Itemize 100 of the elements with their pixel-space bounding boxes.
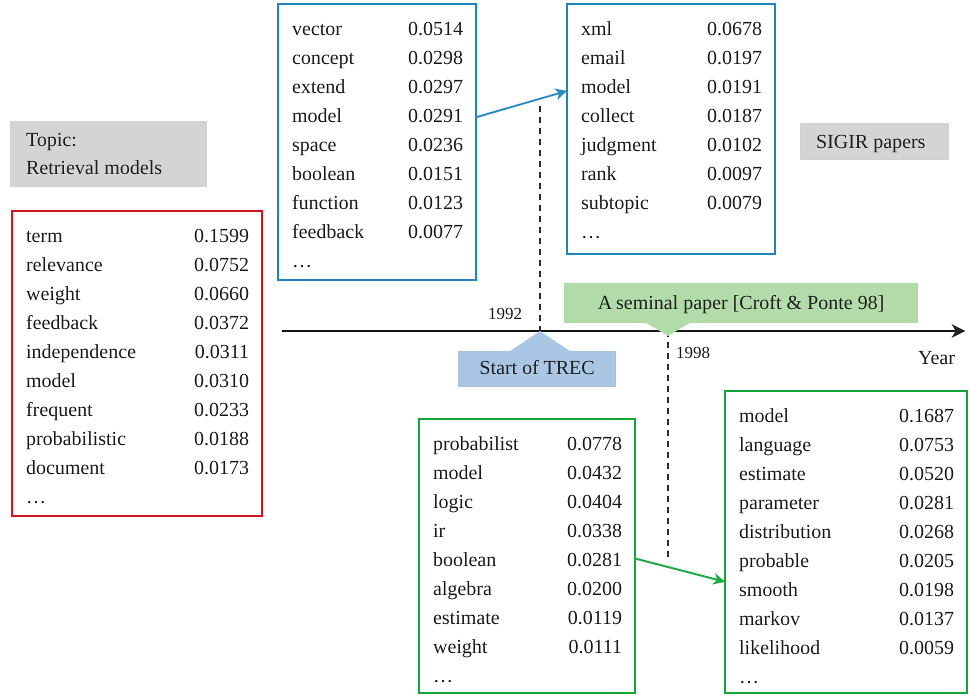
callout-text: A seminal paper [Croft & Ponte 98] [598,291,884,316]
ellipsis: … [26,485,46,510]
probability-value: 0.0111 [568,635,622,660]
probability-value: 0.0372 [194,311,249,336]
ellipsis: … [433,664,453,689]
term-word: ir [433,519,446,544]
probability-value: 0.0205 [899,549,954,574]
axis-label: Year [918,346,955,371]
probability-value: 0.0188 [194,427,249,452]
term-word: boolean [433,548,496,573]
probability-value: 0.0198 [899,578,954,603]
term-word: function [292,191,359,216]
probability-value: 0.0281 [567,548,622,573]
probability-value: 0.0173 [194,456,249,481]
term-word: space [292,133,336,158]
probability-value: 0.0200 [567,577,622,602]
term-word: probabilist [433,432,519,457]
probability-value: 0.0752 [194,253,249,278]
term-word: vector [292,17,342,42]
probability-value: 0.0432 [567,461,622,486]
term-word: weight [26,282,80,307]
term-word: weight [433,635,488,660]
probability-value: 0.0236 [408,133,463,158]
term-word: parameter [739,491,819,516]
probability-value: 0.0753 [899,433,954,458]
ellipsis: … [739,665,759,690]
year-label: 1998 [676,342,710,364]
probability-value: 0.0268 [899,520,954,545]
term-word: independence [26,340,136,365]
term-word: probable [739,549,809,574]
term-word: xml [581,17,612,42]
probability-value: 0.0097 [707,162,762,187]
term-word: probabilistic [26,427,126,452]
term-word: feedback [292,220,364,245]
tag-text: SIGIR papers [816,130,926,154]
probability-value: 0.0338 [567,519,622,544]
probability-value: 0.0297 [408,75,463,100]
term-word: extend [292,75,346,100]
term-word: boolean [292,162,356,187]
word-list-box [277,3,477,281]
probability-value: 0.0678 [707,17,762,42]
term-word: logic [433,490,473,515]
probability-value: 0.0197 [707,46,762,71]
term-word: model [26,369,76,394]
term-word: language [739,433,812,458]
probability-value: 0.0281 [899,491,954,516]
term-word: estimate [433,606,500,631]
probability-value: 0.0102 [707,133,762,158]
probability-value: 0.0187 [707,104,762,129]
term-word: model [581,75,631,100]
word-list-box [566,3,776,255]
term-word: model [292,104,342,129]
callout-text: Start of TREC [479,356,595,381]
probability-value: 0.0404 [567,490,622,515]
term-word: distribution [739,520,832,545]
tag-text: Retrieval models [26,156,162,181]
probability-value: 0.0311 [194,340,249,365]
probability-value: 0.0059 [899,636,954,661]
term-word: smooth [739,578,798,603]
tag-text: Topic: [26,128,77,153]
term-word: rank [581,162,617,187]
probability-value: 0.0191 [707,75,762,100]
term-word: frequent [26,398,93,423]
probability-value: 0.0077 [408,220,463,245]
term-word: collect [581,104,634,129]
term-word: relevance [26,253,103,278]
probability-value: 0.0660 [194,282,249,307]
probability-value: 0.0291 [408,104,463,129]
probability-value: 0.0310 [194,369,249,394]
probability-value: 0.0298 [408,46,463,71]
probability-value: 0.0119 [568,606,622,631]
term-word: model [739,404,789,429]
topic-tag [10,121,207,187]
probability-value: 0.0123 [408,191,463,216]
term-word: concept [292,46,354,71]
arrow [476,88,568,118]
term-word: judgment [581,133,657,158]
probability-value: 0.0233 [194,398,249,423]
term-word: model [433,461,483,486]
probability-value: 0.1687 [899,404,954,429]
term-word: term [26,224,63,249]
probability-value: 0.0079 [707,191,762,216]
topic-tag [800,123,949,160]
word-list-box [724,390,968,694]
term-word: email [581,46,626,71]
year-label: 1992 [488,303,522,325]
arrow [636,558,726,585]
word-list-box [11,210,263,517]
probability-value: 0.0520 [899,462,954,487]
probability-value: 0.0514 [408,17,463,42]
term-word: markov [739,607,800,632]
probability-value: 0.0137 [899,607,954,632]
probability-value: 0.1599 [194,224,249,249]
ellipsis: … [581,220,601,245]
term-word: algebra [433,577,492,602]
term-word: likelihood [739,636,820,661]
term-word: subtopic [581,191,649,216]
callout [564,283,918,336]
probability-value: 0.0778 [567,432,622,457]
probability-value: 0.0151 [408,162,463,187]
